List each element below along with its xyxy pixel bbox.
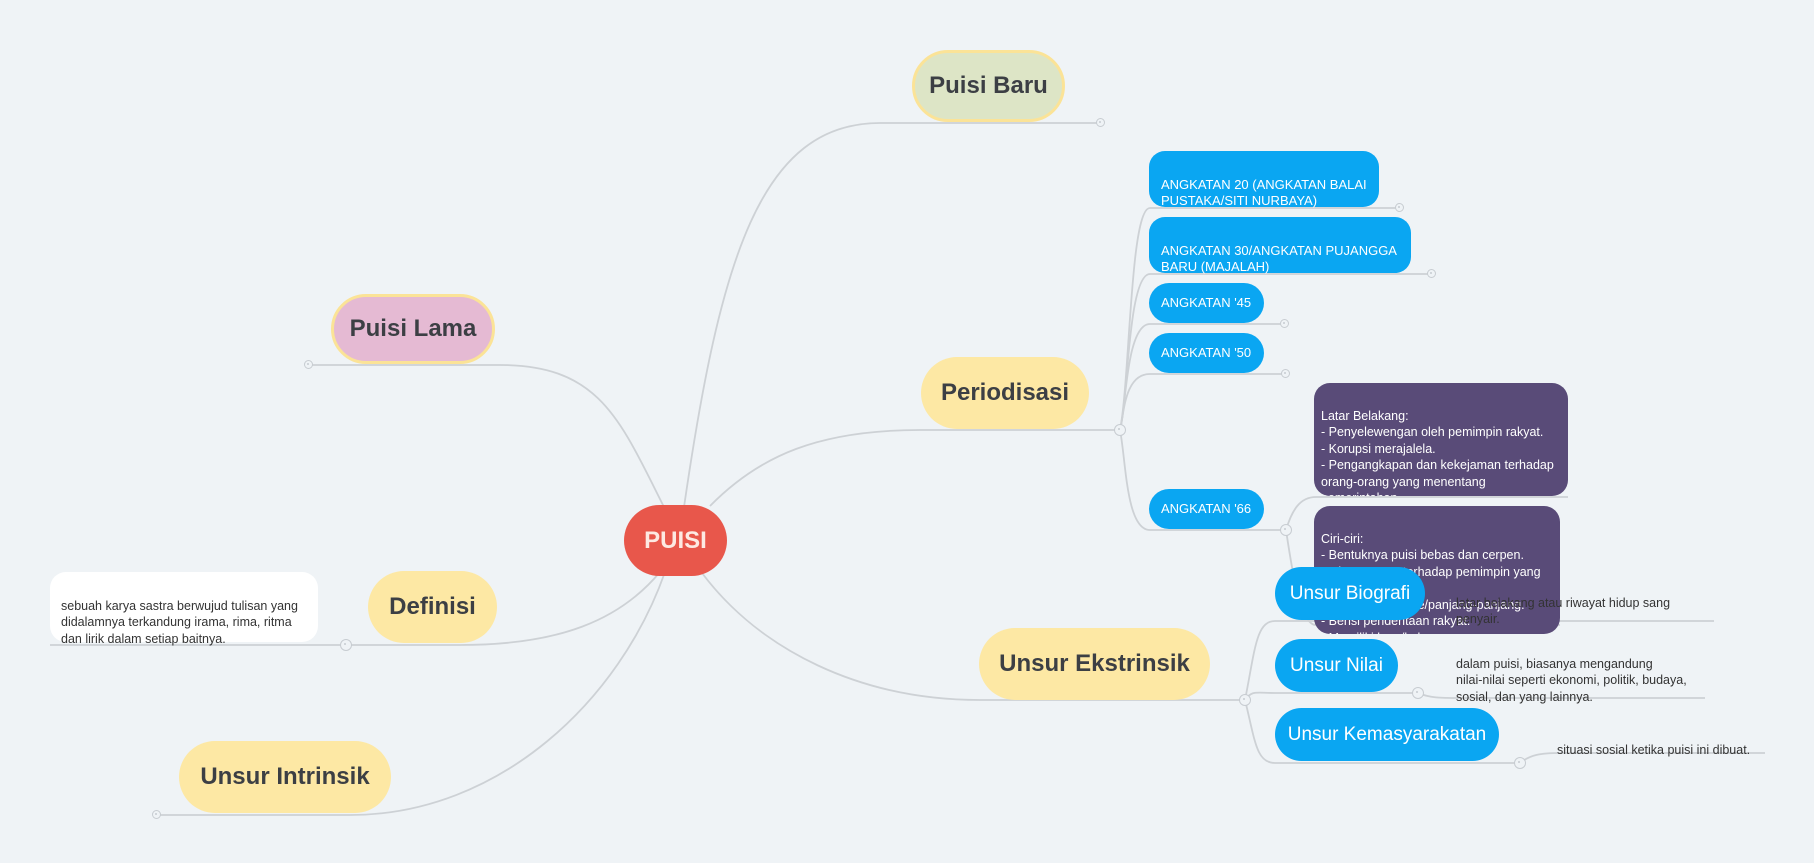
subtopic-angkatan-20[interactable]: ANGKATAN 20 (ANGKATAN BALAI PUSTAKA/SITI… [1149, 151, 1379, 208]
collapse-dot-icon[interactable] [1280, 524, 1292, 536]
topic-definisi[interactable]: Definisi [368, 571, 497, 643]
topic-label: Unsur Ekstrinsik [999, 650, 1190, 677]
subtopic-label: Unsur Biografi [1289, 582, 1411, 604]
subtopic-angkatan-66[interactable]: ANGKATAN '66 [1149, 489, 1264, 529]
collapse-dot-icon[interactable] [1514, 757, 1526, 769]
subtopic-angkatan-50[interactable]: ANGKATAN '50 [1149, 333, 1264, 373]
note-text: situasi sosial ketika puisi ini dibuat. [1557, 742, 1751, 757]
topic-unsur-intrinsik[interactable]: Unsur Intrinsik [179, 741, 391, 813]
root-topic-puisi[interactable]: PUISI [624, 505, 727, 576]
nilai-description: dalam puisi, biasanya mengandung nilai-n… [1456, 639, 1716, 704]
topic-label: Puisi Lama [349, 315, 477, 342]
kemasyarakatan-description: situasi sosial ketika puisi ini dibuat. [1557, 725, 1777, 757]
topic-puisi-baru[interactable]: Puisi Baru [912, 50, 1065, 122]
collapse-dot-icon[interactable] [1096, 118, 1105, 127]
subtopic-label: ANGKATAN '66 [1161, 501, 1252, 516]
collapse-dot-icon[interactable] [304, 360, 313, 369]
topic-label: Unsur Intrinsik [200, 763, 370, 790]
subtopic-label: Unsur Kemasyarakatan [1287, 723, 1487, 745]
subtopic-label: ANGKATAN '45 [1161, 295, 1252, 310]
collapse-dot-icon[interactable] [1412, 687, 1424, 699]
note-text: dalam puisi, biasanya mengandung nilai-n… [1456, 656, 1687, 704]
topic-label: Definisi [389, 593, 476, 620]
collapse-dot-icon[interactable] [1114, 424, 1126, 436]
note-text: latar belakang atau riwayat hidup sang p… [1456, 595, 1671, 627]
detail-ciri-ciri: Ciri-ciri: - Bentuknya puisi bebas dan c… [1314, 506, 1560, 634]
topic-label: Puisi Baru [929, 72, 1048, 99]
collapse-dot-icon[interactable] [1280, 319, 1289, 328]
subtopic-angkatan-45[interactable]: ANGKATAN '45 [1149, 283, 1264, 323]
collapse-dot-icon[interactable] [340, 639, 352, 651]
subtopic-unsur-biografi[interactable]: Unsur Biografi [1275, 567, 1425, 620]
topic-unsur-ekstrinsik[interactable]: Unsur Ekstrinsik [979, 628, 1210, 700]
collapse-dot-icon[interactable] [1427, 269, 1436, 278]
subtopic-unsur-nilai[interactable]: Unsur Nilai [1275, 639, 1398, 692]
collapse-dot-icon[interactable] [1239, 694, 1251, 706]
subtopic-label: ANGKATAN 20 (ANGKATAN BALAI PUSTAKA/SITI… [1161, 177, 1367, 208]
topic-puisi-lama[interactable]: Puisi Lama [331, 294, 495, 364]
subtopic-unsur-kemasyarakatan[interactable]: Unsur Kemasyarakatan [1275, 708, 1499, 761]
collapse-dot-icon[interactable] [1395, 203, 1404, 212]
topic-periodisasi[interactable]: Periodisasi [921, 357, 1089, 429]
subtopic-label: Unsur Nilai [1290, 654, 1383, 676]
subtopic-angkatan-30[interactable]: ANGKATAN 30/ANGKATAN PUJANGGA BARU (MAJA… [1149, 217, 1411, 274]
root-topic-label: PUISI [644, 526, 707, 554]
definisi-description: sebuah karya sastra berwujud tulisan yan… [50, 572, 318, 646]
subtopic-label: ANGKATAN '50 [1161, 345, 1252, 360]
detail-latar-belakang: Latar Belakang: - Penyelewengan oleh pem… [1314, 383, 1568, 496]
collapse-dot-icon[interactable] [1281, 369, 1290, 378]
note-text: sebuah karya sastra berwujud tulisan yan… [61, 598, 298, 646]
subtopic-label: ANGKATAN 30/ANGKATAN PUJANGGA BARU (MAJA… [1161, 243, 1397, 274]
collapse-dot-icon[interactable] [152, 810, 161, 819]
topic-label: Periodisasi [940, 379, 1070, 406]
biografi-description: latar belakang atau riwayat hidup sang p… [1456, 578, 1716, 627]
detail-text: Latar Belakang: - Penyelewengan oleh pem… [1321, 408, 1554, 497]
